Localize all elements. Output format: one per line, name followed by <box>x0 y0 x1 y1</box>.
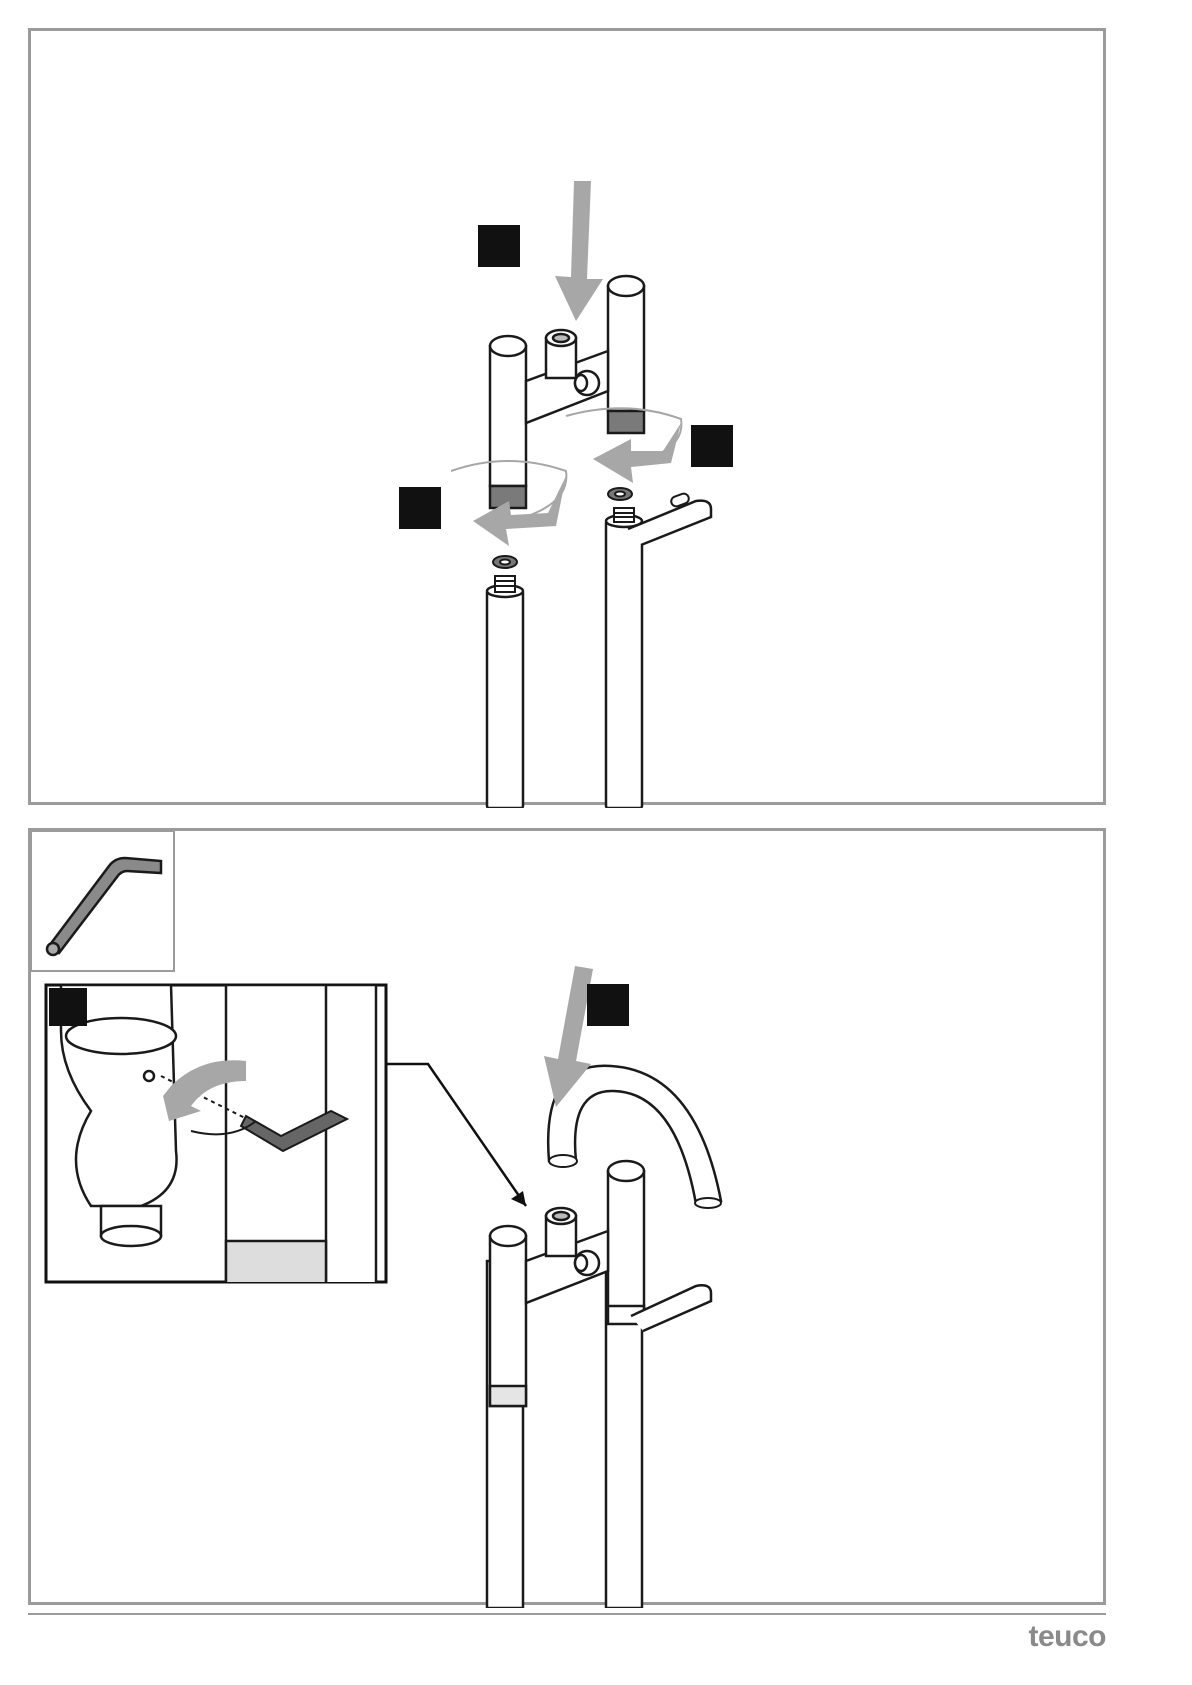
step-marker-square <box>587 984 629 1026</box>
wall-bracket-icon <box>628 501 711 545</box>
brand-logo: teuco <box>1028 1620 1106 1654</box>
step-panel-bottom <box>28 828 1106 1605</box>
faucet-mounting-illustration <box>31 31 1109 808</box>
step-marker-square <box>691 425 733 467</box>
detail-zoom-box <box>46 985 386 1285</box>
step-marker-square <box>399 487 441 529</box>
footer-rule <box>28 1613 1106 1615</box>
step-marker-square <box>478 225 520 267</box>
install-arrow <box>555 181 603 321</box>
detail-leader-line <box>386 1064 526 1206</box>
step-marker-square <box>49 988 87 1026</box>
faucet-spout-illustration <box>31 831 1109 1608</box>
step-panel-top <box>28 28 1106 805</box>
